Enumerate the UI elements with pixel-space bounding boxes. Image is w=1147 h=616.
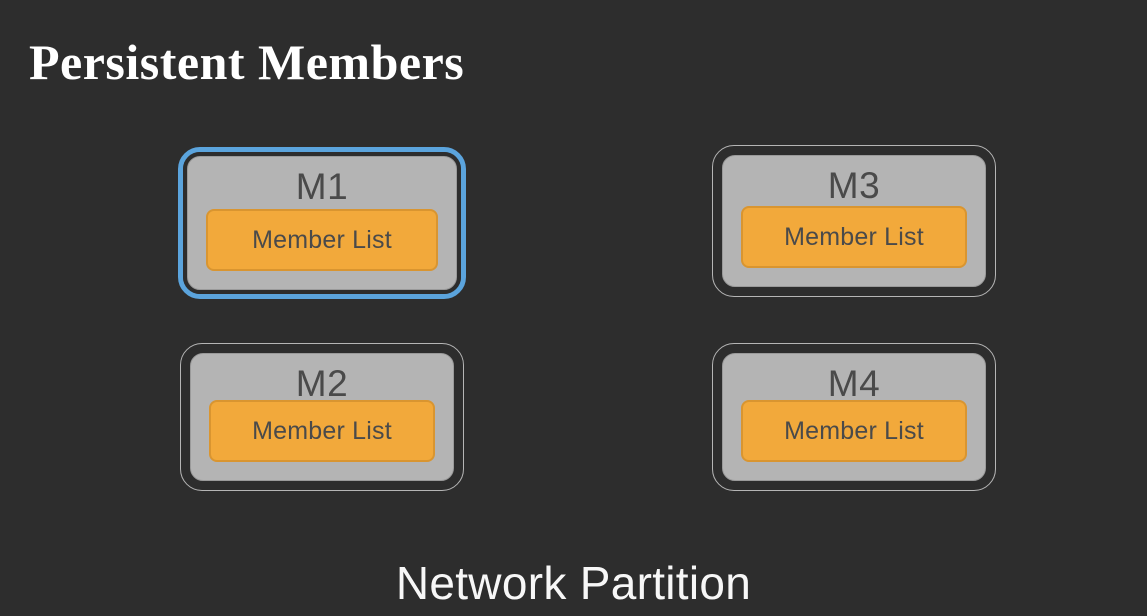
member-node-m1[interactable]: M1 Member List bbox=[178, 147, 466, 299]
member-list-label-m1: Member List bbox=[252, 226, 392, 254]
node-label-m3: M3 bbox=[827, 165, 881, 206]
node-body-m2: M2 Member List bbox=[190, 353, 454, 481]
member-node-m3[interactable]: M3 Member List bbox=[712, 145, 996, 297]
member-list-label-m3: Member List bbox=[784, 223, 924, 251]
member-node-m2[interactable]: M2 Member List bbox=[180, 343, 464, 491]
node-label-m2: M2 bbox=[295, 363, 349, 404]
node-body-m4: M4 Member List bbox=[722, 353, 986, 481]
member-list-button-m4[interactable]: Member List bbox=[741, 400, 967, 462]
node-label-m1: M1 bbox=[295, 166, 349, 207]
member-list-button-m1[interactable]: Member List bbox=[206, 209, 438, 271]
member-list-label-m4: Member List bbox=[784, 417, 924, 445]
member-node-m4[interactable]: M4 Member List bbox=[712, 343, 996, 491]
member-list-button-m2[interactable]: Member List bbox=[209, 400, 435, 462]
member-list-button-m3[interactable]: Member List bbox=[741, 206, 967, 268]
node-label-m4: M4 bbox=[827, 363, 881, 404]
member-list-label-m2: Member List bbox=[252, 417, 392, 445]
page-title: Persistent Members bbox=[29, 34, 465, 90]
slide-caption: Network Partition bbox=[395, 557, 752, 609]
node-body-m3: M3 Member List bbox=[722, 155, 986, 287]
node-body-m1: M1 Member List bbox=[187, 156, 457, 290]
